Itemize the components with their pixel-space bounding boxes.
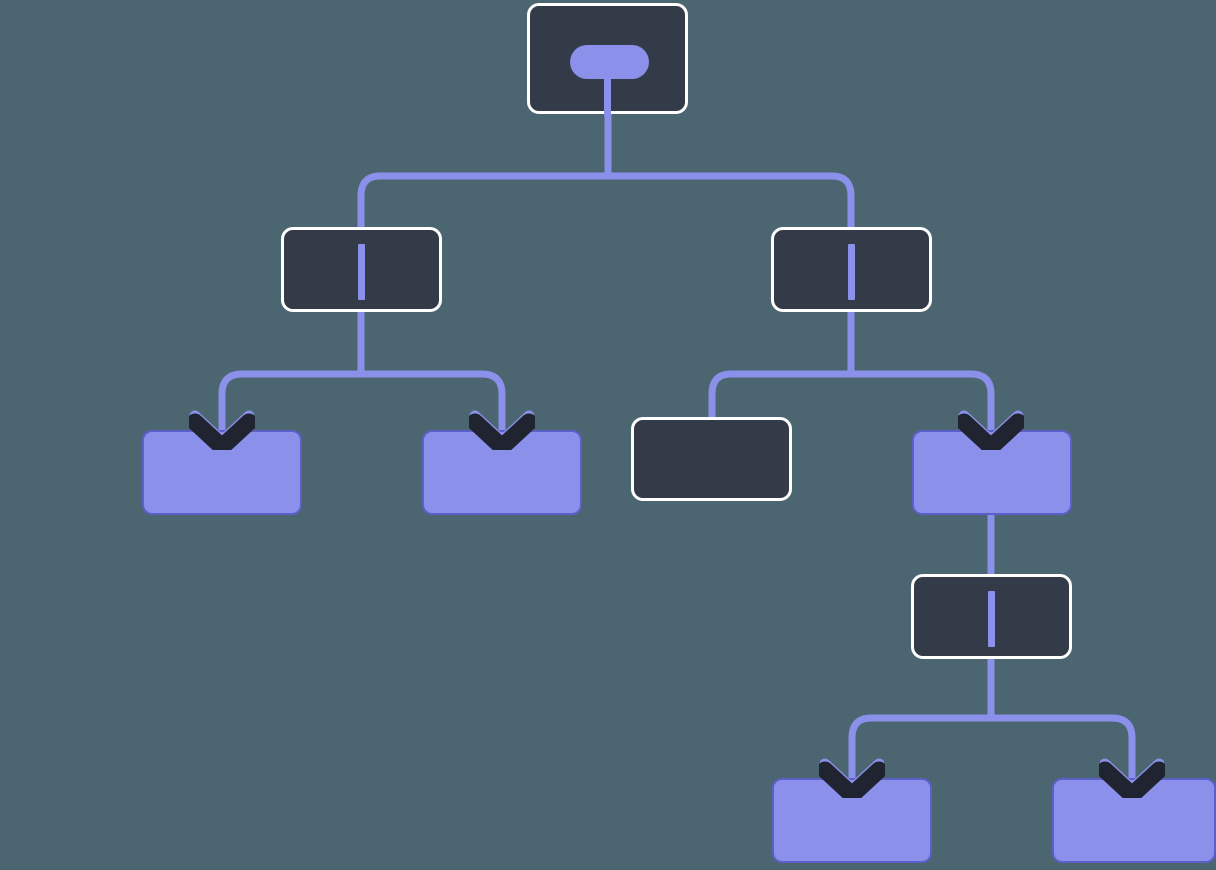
node-decision-left[interactable] (281, 227, 442, 312)
decision-bar-glyph (848, 244, 855, 300)
edge-root-to-left-branch (357, 172, 608, 264)
decision-bar-glyph (988, 591, 995, 647)
node-leaf-4[interactable] (772, 778, 932, 863)
node-root[interactable] (527, 3, 688, 116)
edge-left-branch-to-leaf-1 (218, 370, 361, 436)
node-leaf-3[interactable] (912, 430, 1072, 515)
edge-right-branch-to-terminal (708, 370, 851, 418)
edge-left-branch-to-leaf-2 (361, 370, 506, 436)
edge-decision-to-leaf-5 (991, 714, 1136, 784)
root-stem-glyph (604, 76, 611, 116)
node-decision-lower[interactable] (911, 574, 1072, 659)
node-decision-right[interactable] (771, 227, 932, 312)
node-terminal[interactable] (631, 417, 792, 501)
node-leaf-1[interactable] (142, 430, 302, 515)
root-pill-glyph (570, 45, 649, 79)
edge-decision-to-leaf-4 (848, 714, 991, 784)
node-leaf-2[interactable] (422, 430, 582, 515)
decision-bar-glyph (358, 244, 365, 300)
edge-root-to-right-branch (608, 172, 855, 264)
node-leaf-5[interactable] (1052, 778, 1216, 863)
edge-right-branch-to-leaf-3 (851, 370, 995, 436)
